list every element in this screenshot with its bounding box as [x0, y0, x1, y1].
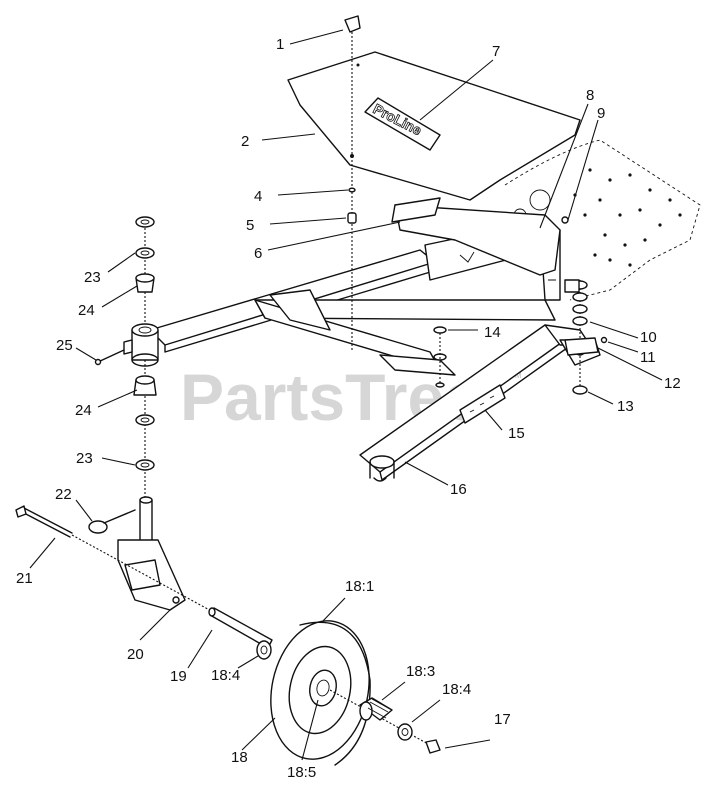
callout-2: 2: [241, 133, 249, 150]
callout-14: 14: [484, 324, 501, 341]
callout-8: 8: [586, 87, 594, 104]
callout-11: 11: [640, 349, 656, 366]
bearing-right: [397, 723, 413, 741]
callout-20: 20: [127, 646, 144, 663]
shim-plate: [391, 197, 441, 223]
callout-18-4-right: 18:4: [442, 681, 471, 698]
callout-22: 22: [55, 486, 72, 503]
callout-24-top: 24: [78, 302, 95, 319]
carriage-bolts: [433, 326, 447, 388]
callout-18-4-left: 18:4: [211, 667, 240, 684]
callout-18-3: 18:3: [406, 663, 435, 680]
callout-15: 15: [508, 425, 525, 442]
callout-12: 12: [664, 375, 681, 392]
callout-13: 13: [617, 398, 634, 415]
frame-decal: [459, 384, 506, 424]
callout-18: 18: [231, 749, 248, 766]
pin-assembly: [344, 15, 361, 350]
leader-lines: [29, 29, 663, 761]
callout-24-bottom: 24: [75, 402, 92, 419]
callout-18-1: 18:1: [345, 578, 374, 595]
caster-fork: [117, 496, 186, 611]
callout-19: 19: [170, 668, 187, 685]
callout-17: 17: [494, 711, 511, 728]
callout-7: 7: [492, 43, 500, 60]
mower-deck-outline: [504, 139, 701, 301]
callout-1: 1: [276, 36, 284, 53]
callout-23-bottom: 23: [76, 450, 93, 467]
callout-5: 5: [246, 217, 254, 234]
callout-6: 6: [254, 245, 262, 262]
caster-wheel: [270, 620, 431, 766]
callout-10: 10: [640, 329, 657, 346]
foot-plate: ProLine: [287, 51, 581, 201]
roller-bearing: [359, 697, 393, 721]
deck-lift-bar: [394, 204, 561, 276]
callout-21: 21: [16, 570, 33, 587]
right-hardware: [561, 216, 608, 395]
bearing-left: [256, 640, 272, 660]
callout-18-5: 18:5: [287, 764, 316, 781]
spacer-tube: [208, 607, 273, 649]
callout-25: 25: [56, 337, 73, 354]
spindle-stack: [94, 216, 159, 505]
callout-labels: 1 2 4 5 6 7 8 9 10 11 12 13 14 15 16 17 …: [16, 36, 681, 781]
callout-4: 4: [254, 188, 262, 205]
locknut: [425, 739, 441, 754]
callout-16: 16: [450, 481, 467, 498]
axle-bolt: [15, 505, 216, 614]
callout-23-top: 23: [84, 269, 101, 286]
callout-9: 9: [597, 105, 605, 122]
hair-pin: [88, 509, 136, 534]
